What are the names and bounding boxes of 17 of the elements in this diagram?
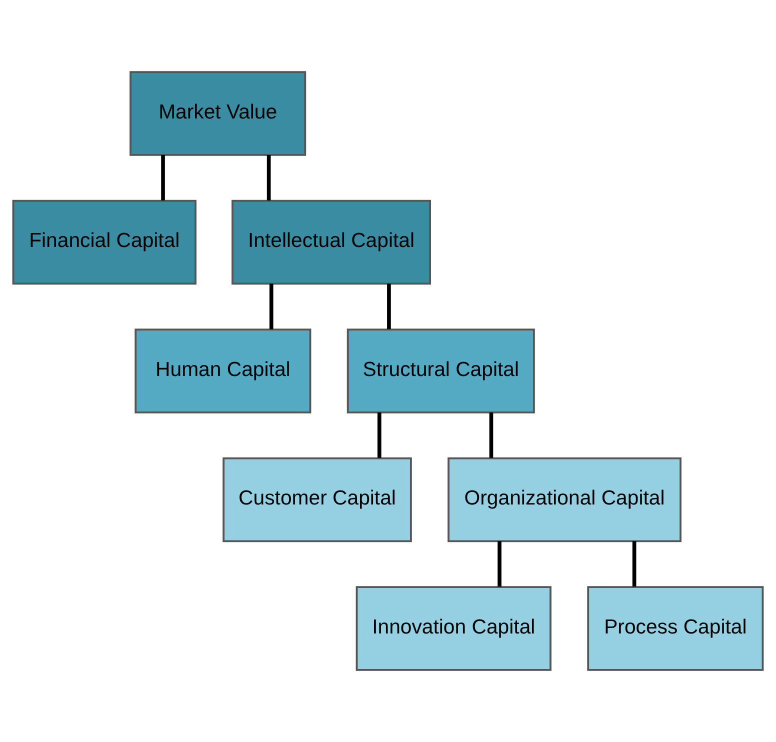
node-box: Intellectual Capital — [232, 200, 432, 285]
connector — [266, 154, 271, 200]
connector — [269, 284, 274, 330]
connector — [377, 412, 382, 458]
connector — [498, 541, 502, 587]
node-box: Customer Capital — [222, 457, 412, 542]
connector — [632, 541, 636, 587]
connector — [387, 284, 391, 330]
node-box: Process Capital — [587, 586, 764, 671]
connector — [489, 412, 494, 458]
node-box: Financial Capital — [12, 200, 196, 285]
node-box: Market Value — [130, 71, 306, 156]
node-box: Human Capital — [134, 328, 312, 414]
connector — [161, 154, 165, 200]
node-box: Innovation Capital — [356, 586, 552, 671]
node-box: Organizational Capital — [448, 457, 682, 542]
node-box: Structural Capital — [346, 328, 535, 414]
